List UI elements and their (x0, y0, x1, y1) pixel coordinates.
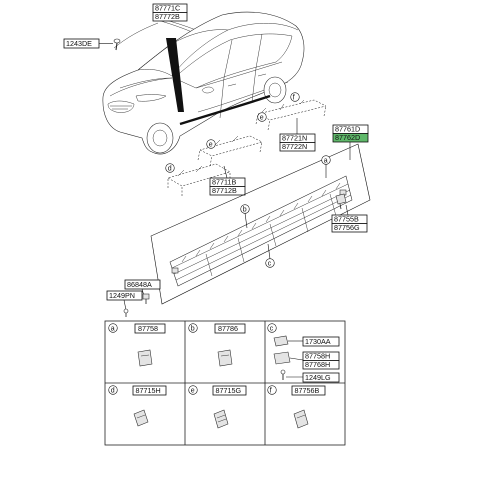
callout-a: a (324, 158, 328, 165)
bolt-icon (113, 38, 121, 51)
label-box-87712b (209, 186, 246, 196)
part-number-87712b: 87712B (212, 186, 237, 195)
cell-e-part: 87715G (216, 386, 242, 395)
callout-e-lower: e (209, 142, 213, 149)
car-illustration (102, 11, 305, 155)
cell-b-letter: b (191, 326, 195, 333)
cell-c-bolt-icon (280, 369, 286, 380)
table-cell-c: c 1730AA 87758H 87768H 1249LG (267, 323, 340, 383)
part-number-87711b: 87711B (212, 178, 236, 187)
molding-strip-e (197, 135, 263, 167)
part-number-87756g: 87756G (334, 223, 360, 232)
part-number-87772b: 87772B (155, 12, 180, 21)
cell-f-clip-icon (293, 409, 309, 429)
cell-c-label-box-4 (302, 372, 340, 383)
part-number-1249pn: 1249PN (109, 291, 135, 300)
part-number-1243de: 1243DE (66, 39, 92, 48)
cell-d-label-box (132, 385, 167, 396)
callout-b: b (243, 207, 247, 214)
screw-icon (142, 293, 150, 304)
part-number-87771c: 87771C (155, 4, 180, 13)
label-box-87762d-highlighted[interactable] (332, 133, 369, 143)
cell-f-part: 87756B (295, 386, 320, 395)
table-cell-a: a 87758 (108, 323, 166, 367)
cell-d-clip-icon (133, 409, 149, 427)
cell-b-label-box (214, 323, 246, 334)
callout-e-upper: e (260, 115, 264, 122)
molding-strip-d (167, 163, 231, 196)
cell-b-part: 87786 (218, 324, 238, 333)
part-number-87722n: 87722N (282, 142, 307, 151)
molding-strip-f (255, 99, 327, 131)
cell-c-part-3: 87768H (305, 360, 330, 369)
cell-e-letter: e (191, 388, 195, 395)
part-number-87761d: 87761D (335, 125, 360, 134)
cell-c-nut-icon (273, 335, 289, 347)
cell-f-label-box (291, 385, 326, 396)
label-box-1249pn (106, 290, 143, 301)
label-box-87756g (331, 223, 368, 233)
cell-a-clip-icon (137, 349, 153, 367)
cell-c-label-box-1 (302, 336, 340, 347)
table-cell-d: d 87715H (108, 385, 167, 427)
part-number-87755b: 87755B (334, 215, 359, 224)
callout-c: c (268, 261, 272, 268)
cell-d-part: 87715H (136, 386, 161, 395)
pin-screw-icon (123, 308, 129, 317)
cell-c-part-4: 1249LG (305, 373, 331, 382)
cell-b-clip-icon (217, 349, 233, 367)
cell-f-letter: f (270, 388, 272, 395)
part-number-87762d: 87762D (335, 133, 360, 142)
label-box-87722n (279, 142, 316, 152)
part-number-87721n: 87721N (282, 134, 307, 143)
table-cell-f: f 87756B (267, 385, 326, 429)
table-cell-e: e 87715G (188, 385, 247, 429)
cell-c-clip-icon (273, 351, 291, 365)
table-cell-b: b 87786 (188, 323, 246, 367)
cell-c-part-1: 1730AA (305, 337, 331, 346)
cell-e-label-box (212, 385, 247, 396)
cell-e-clip-icon (213, 409, 229, 429)
retainer-clip-icon (335, 193, 347, 210)
cell-d-letter: d (111, 388, 115, 395)
cell-c-part-2: 87758H (305, 352, 330, 361)
callout-d: d (168, 166, 172, 173)
label-box-86848a (124, 279, 161, 290)
cell-c-label-box-3 (302, 360, 340, 370)
cell-a-label-box (134, 323, 166, 334)
callout-f: f (293, 95, 295, 102)
cell-c-letter: c (270, 326, 274, 333)
part-number-86848a: 86848A (127, 280, 152, 289)
cell-a-letter: a (111, 326, 115, 333)
cell-a-part: 87758 (138, 324, 158, 333)
parts-table (104, 320, 346, 446)
side-sill-garnish (150, 143, 371, 305)
label-box-87772b (152, 12, 188, 22)
